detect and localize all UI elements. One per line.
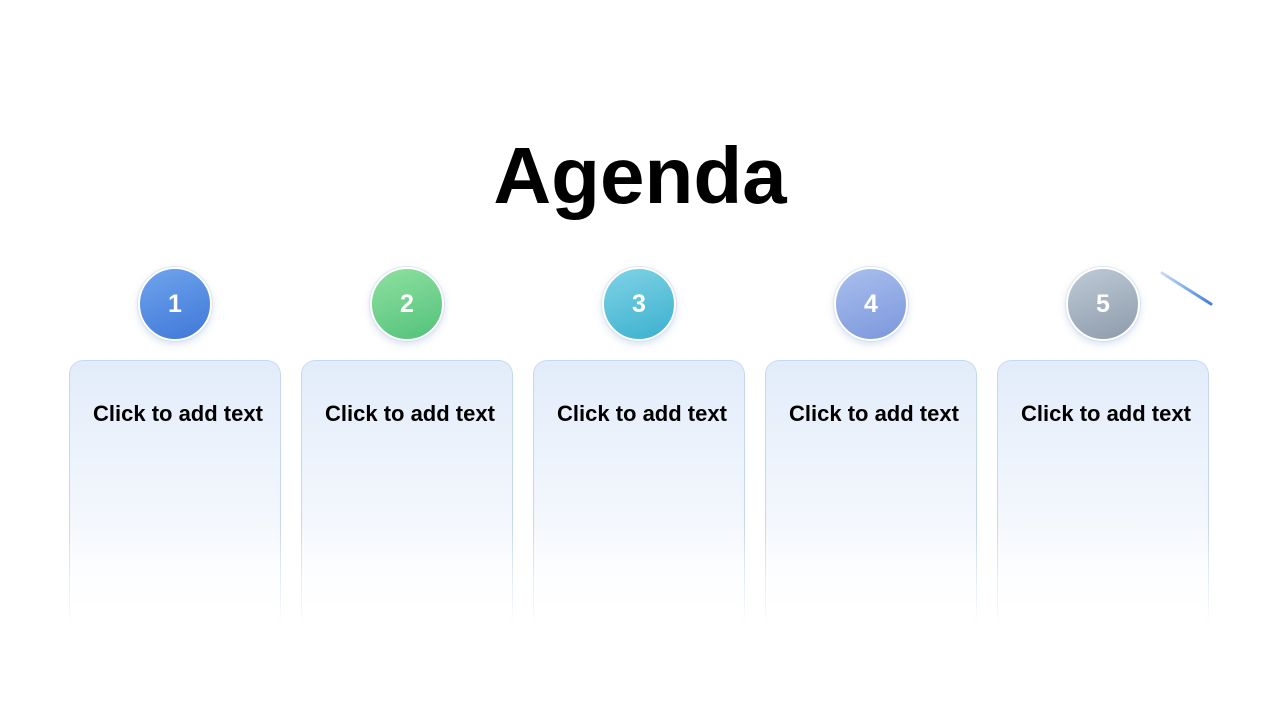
step-card-5[interactable] bbox=[997, 360, 1209, 630]
step-number: 2 bbox=[400, 289, 414, 318]
timeline-arrowhead bbox=[1160, 271, 1213, 306]
step-text-5[interactable]: Click to add text bbox=[1021, 401, 1191, 426]
step-card-3[interactable] bbox=[533, 360, 745, 630]
step-circle-1: 1 bbox=[138, 267, 212, 341]
step-card-2[interactable] bbox=[301, 360, 513, 630]
step-number: 4 bbox=[864, 289, 878, 318]
step-text-3[interactable]: Click to add text bbox=[557, 401, 727, 426]
step-circle-5: 5 bbox=[1066, 267, 1140, 341]
step-card-1[interactable] bbox=[69, 360, 281, 630]
step-card-4[interactable] bbox=[765, 360, 977, 630]
step-circle-4: 4 bbox=[834, 267, 908, 341]
step-number: 5 bbox=[1096, 289, 1110, 318]
step-text-4[interactable]: Click to add text bbox=[789, 401, 959, 426]
step-circle-3: 3 bbox=[602, 267, 676, 341]
step-text-1[interactable]: Click to add text bbox=[93, 401, 263, 426]
slide-title[interactable]: Agenda bbox=[493, 131, 787, 220]
step-number: 3 bbox=[632, 289, 646, 318]
step-text-2[interactable]: Click to add text bbox=[325, 401, 495, 426]
step-number: 1 bbox=[168, 289, 182, 318]
step-circle-2: 2 bbox=[370, 267, 444, 341]
